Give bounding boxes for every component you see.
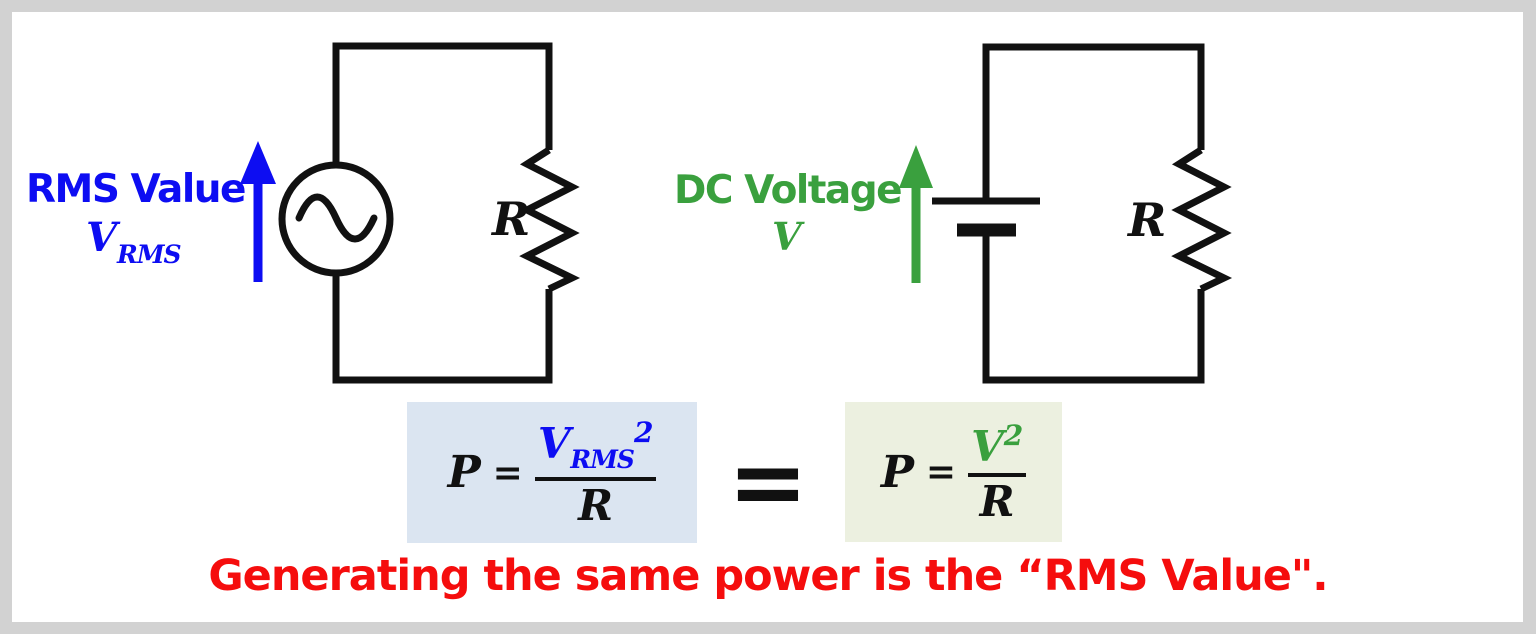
resistor-label-left: R [492,192,531,246]
vrms-symbol-base: V [86,214,118,261]
vrms-symbol-subscript: RMS [117,240,182,269]
formula-lhs: P [880,446,914,498]
numerator-base: V [537,419,571,469]
resistor-label-right: R [1128,193,1167,247]
fraction: VRMS2 R [534,416,657,530]
numerator-exponent: 2 [1003,418,1024,452]
power-formula-dc: P = V2 R [845,402,1062,542]
fraction-numerator: VRMS2 [535,416,657,477]
equality-sign: = [727,426,809,538]
fraction-denominator: R [578,480,614,530]
formula-equals: = [492,451,523,494]
caption: Generating the same power is the “RMS Va… [208,551,1328,601]
dc-voltage-label: DC Voltage [674,168,903,213]
fraction-bar [534,476,657,481]
fraction-denominator: R [979,477,1015,527]
power-formula-rms: P = VRMS2 R [407,402,697,543]
vrms-symbol: VRMS [86,214,182,269]
numerator-exponent: 2 [633,416,654,450]
numerator-subscript: RMS [570,445,635,475]
diagram-canvas [12,12,1523,622]
fraction-numerator: V2 [968,418,1026,473]
formula-lhs: P [447,447,481,498]
rms-value-label: RMS Value [26,167,246,212]
fraction: V2 R [968,418,1027,527]
formula-equals: = [925,451,957,493]
v-symbol: V [772,214,802,259]
fraction-bar [968,473,1027,478]
numerator-base: V [971,421,1004,471]
